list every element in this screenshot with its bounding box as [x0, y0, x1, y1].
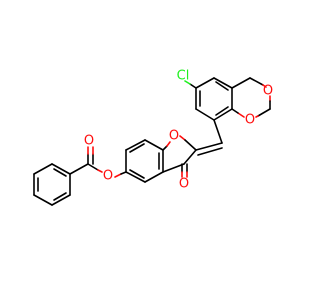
bond — [231, 77, 251, 89]
bond — [184, 139, 197, 151]
methylidene-linker — [195, 119, 223, 156]
chlorine-atom-label: Cl — [177, 69, 190, 84]
bond — [144, 139, 164, 151]
bond — [166, 141, 171, 147]
bond — [262, 84, 267, 88]
bond — [255, 115, 259, 118]
bond — [179, 135, 186, 141]
bond — [162, 163, 185, 173]
bond — [162, 145, 168, 151]
bond — [120, 171, 127, 175]
benzofuranone-benzene-ring — [125, 139, 164, 183]
bond — [125, 139, 146, 151]
bond — [195, 142, 223, 151]
bond — [189, 83, 197, 89]
ester-group — [69, 146, 127, 178]
benzoyl-phenyl-ring — [33, 163, 71, 206]
bond — [51, 194, 71, 206]
bond-double — [197, 147, 223, 156]
molecule-structure-diagram: Cl O O O O O O — [33, 69, 273, 206]
bond — [184, 80, 191, 85]
ester-link-oxygen-label: O — [103, 169, 113, 184]
bond-double-inner — [215, 81, 229, 91]
bond — [33, 194, 53, 206]
bond-double-inner — [53, 168, 67, 177]
furan-oxygen-label: O — [169, 129, 179, 144]
bond-double-inner — [129, 143, 145, 153]
dioxane-oxygen-bottom-label: O — [245, 113, 255, 128]
bond — [195, 108, 215, 121]
bond — [231, 108, 239, 114]
bond-double-inner — [215, 106, 229, 116]
bond-double-inner — [53, 192, 67, 201]
dioxane-oxygen-top-label: O — [263, 84, 273, 99]
bond — [213, 119, 223, 144]
ketone-oxygen-label: O — [179, 177, 189, 192]
bond — [237, 112, 245, 118]
bond — [144, 171, 164, 183]
bond — [33, 163, 53, 175]
bond — [69, 163, 89, 175]
bond — [195, 77, 215, 89]
furanone-ring — [162, 135, 197, 178]
bond — [114, 173, 122, 178]
bond — [51, 163, 71, 175]
bond-double-inner — [129, 169, 145, 179]
bond — [249, 77, 264, 86]
bond — [213, 77, 233, 89]
ester-carbonyl-oxygen-label: O — [84, 134, 94, 149]
bond — [87, 163, 99, 171]
bond — [183, 149, 197, 165]
benzodioxine-aromatic-ring — [184, 77, 233, 121]
bond — [125, 171, 146, 183]
bond — [213, 108, 233, 121]
bond — [97, 169, 103, 173]
bond — [257, 108, 271, 117]
dioxane-ring — [231, 77, 271, 118]
atom-labels: Cl O O O O O O — [84, 69, 273, 192]
